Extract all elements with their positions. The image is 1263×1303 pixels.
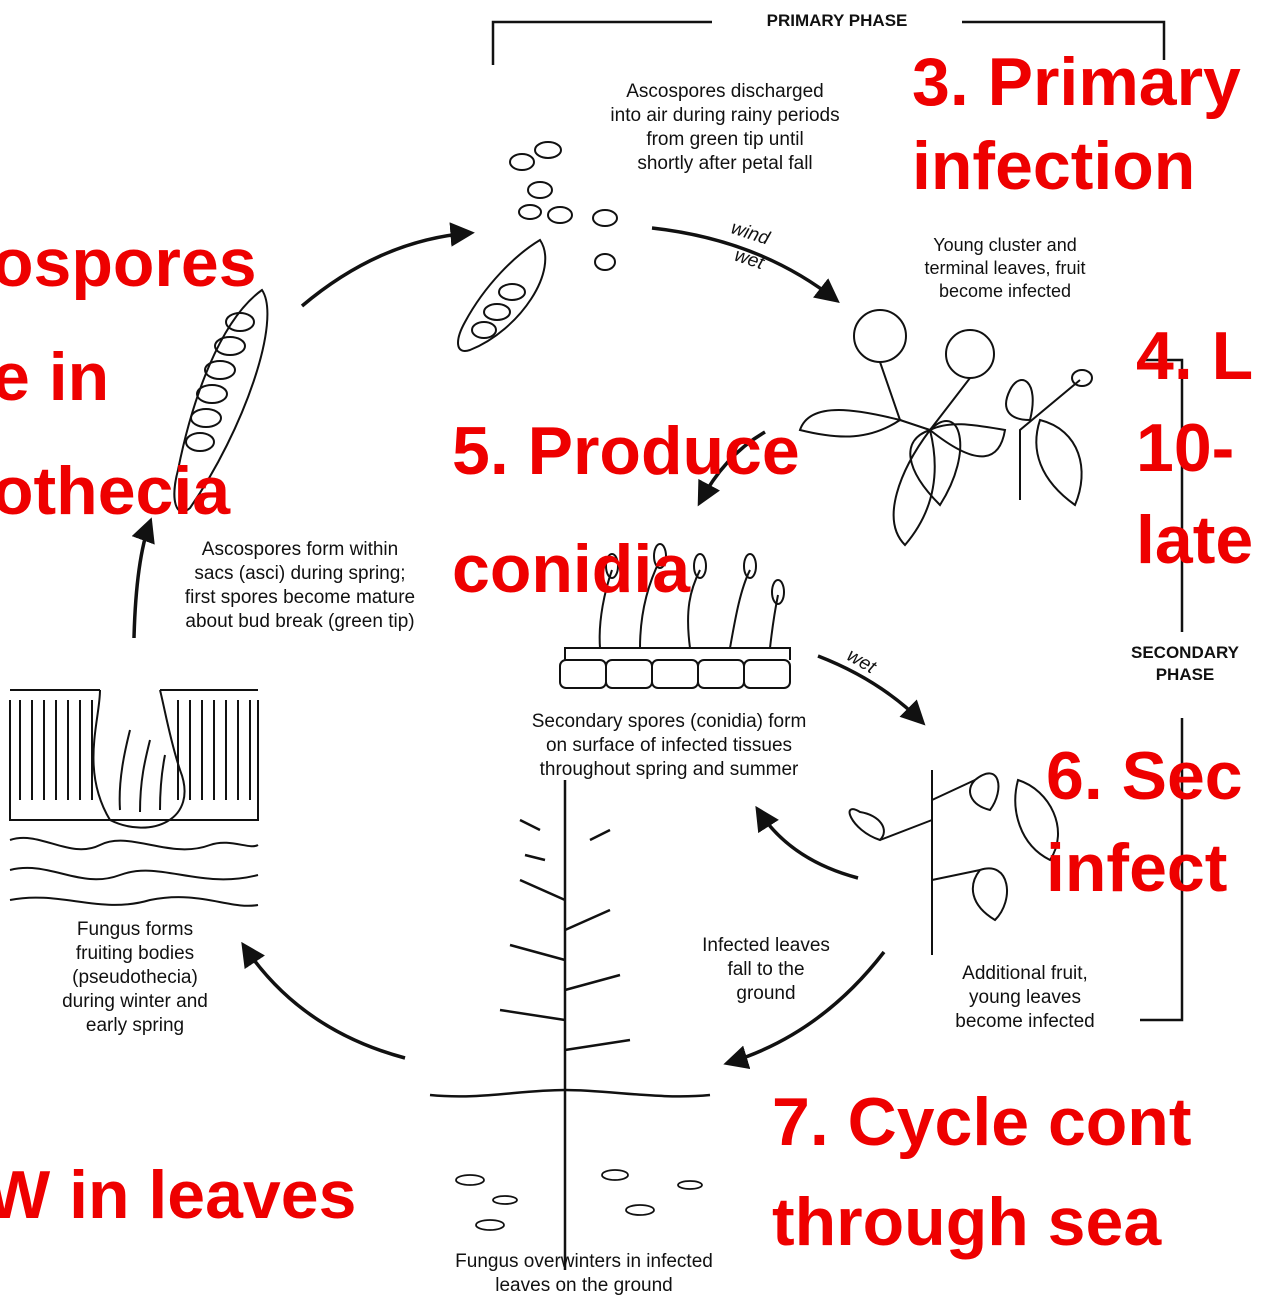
secondary-infected-shoot bbox=[850, 770, 1058, 955]
caption-secondary-spores: Secondary spores (conidia) form on surfa… bbox=[486, 710, 852, 782]
pseudothecium-cross-section bbox=[10, 690, 258, 906]
overlay-latent: 4. L 10- late bbox=[1136, 310, 1253, 586]
caption-ascospores-form: Ascospores form within sacs (asci) durin… bbox=[140, 538, 460, 634]
overlay-produce-conidia: 5. Produce conidia bbox=[452, 392, 800, 628]
caption-ascospores-discharged: Ascospores discharged into air during ra… bbox=[560, 80, 890, 176]
infected-flower-cluster bbox=[800, 310, 1092, 545]
overlay-primary-infection: 3. Primary infection bbox=[912, 40, 1241, 208]
fallen-leaves bbox=[456, 1170, 702, 1230]
primary-phase-label: PRIMARY PHASE bbox=[716, 10, 958, 32]
overlay-cycle-continues: 7. Cycle cont through sea bbox=[772, 1072, 1192, 1272]
overlay-ascospores-pseudothecia: ospores e in othecia bbox=[0, 206, 257, 548]
overlay-secondary-infection: 6. Sec infect bbox=[1046, 730, 1243, 914]
secondary-phase-label: SECONDARY PHASE bbox=[1092, 642, 1263, 686]
caption-additional-fruit: Additional fruit, young leaves become in… bbox=[920, 962, 1130, 1034]
caption-fungus-forms: Fungus forms fruiting bodies (pseudothec… bbox=[30, 918, 240, 1038]
caption-young-cluster: Young cluster and terminal leaves, fruit… bbox=[890, 234, 1120, 303]
arrow-to-discharge bbox=[302, 233, 470, 306]
caption-fungus-overwinters: Fungus overwinters in infected leaves on… bbox=[404, 1250, 764, 1298]
arrow-back-to-conidia bbox=[758, 810, 858, 878]
arrow-to-pseudothecia bbox=[244, 946, 405, 1058]
caption-infected-leaves-fall: Infected leaves fall to the ground bbox=[676, 934, 856, 1006]
bare-tree bbox=[430, 780, 710, 1270]
overlay-overwinter-leaves: W in leaves bbox=[0, 1140, 356, 1250]
